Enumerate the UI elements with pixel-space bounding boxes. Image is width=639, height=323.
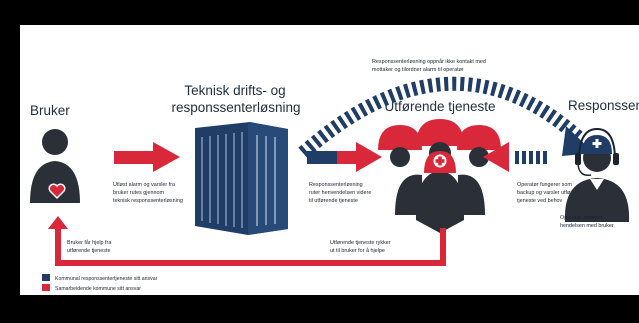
service-heading: Utførende tjeneste [384, 99, 495, 114]
top-note-line1: Responssenterløsning oppnår ikke kontakt… [372, 58, 486, 65]
alarm-route-arrow [114, 142, 180, 172]
route-note-line2: ruter henvendelsen videre [309, 190, 371, 196]
route-note-line1: Responssenterløsning [309, 182, 363, 188]
alarm-note-line3: teknisk responssenterløsning [113, 198, 183, 204]
server-rack-icon [195, 122, 288, 235]
alarm-note-line2: bruker rutes gjennom [113, 190, 164, 196]
dispatch-note-line1: Utførende tjeneste rykker [330, 240, 391, 246]
alarm-flow-diagram: Bruker Teknisk drifts- og responssenterl… [30, 58, 639, 292]
help-note-line1: Bruker får hjelp fra [67, 239, 111, 246]
legend-swatch-navy [42, 274, 50, 281]
legend-swatch-red [42, 284, 50, 291]
tech-heading-line1: Teknisk drifts- og [184, 83, 285, 98]
user-heading: Bruker [30, 103, 70, 118]
clarify-note-line2: hendelsen med bruker [560, 223, 614, 229]
nurses-group-icon [378, 119, 501, 233]
person-heart-icon [30, 129, 80, 203]
dispatch-note-line2: ut til bruker for å hjelpe [330, 247, 385, 254]
clarify-note-line1: Operatør avklarer [560, 215, 602, 221]
response-heading: Responssenter [568, 98, 639, 113]
operator-headset-icon [564, 127, 630, 222]
backup-note-line2: backup og varsler utførende [517, 190, 584, 196]
help-note-line2: utførende tjeneste [67, 248, 110, 254]
dispatch-return-arrow [48, 216, 446, 266]
backup-dashed-arrow [483, 142, 547, 172]
backup-note-line1: Operatør fungerer som [517, 182, 572, 188]
diagram-panel: Bruker Teknisk drifts- og responssenterl… [20, 25, 639, 295]
legend-item-2: Samarbeidende kommune sitt ansvar [55, 286, 141, 292]
top-note-line2: mottaker og tilordner alarm til operatør [372, 67, 464, 73]
alarm-note-line1: Utløst alarm og varsler fra [113, 182, 175, 188]
legend-item-1: Kommunal responssentertjeneste sitt ansv… [55, 276, 158, 282]
backup-note-line3: tjeneste ved behov [517, 198, 563, 204]
route-to-service-arrow [307, 142, 382, 172]
tech-heading-line2: responssenterløsning [171, 100, 300, 115]
route-note-line3: til utførende tjeneste [309, 198, 358, 204]
